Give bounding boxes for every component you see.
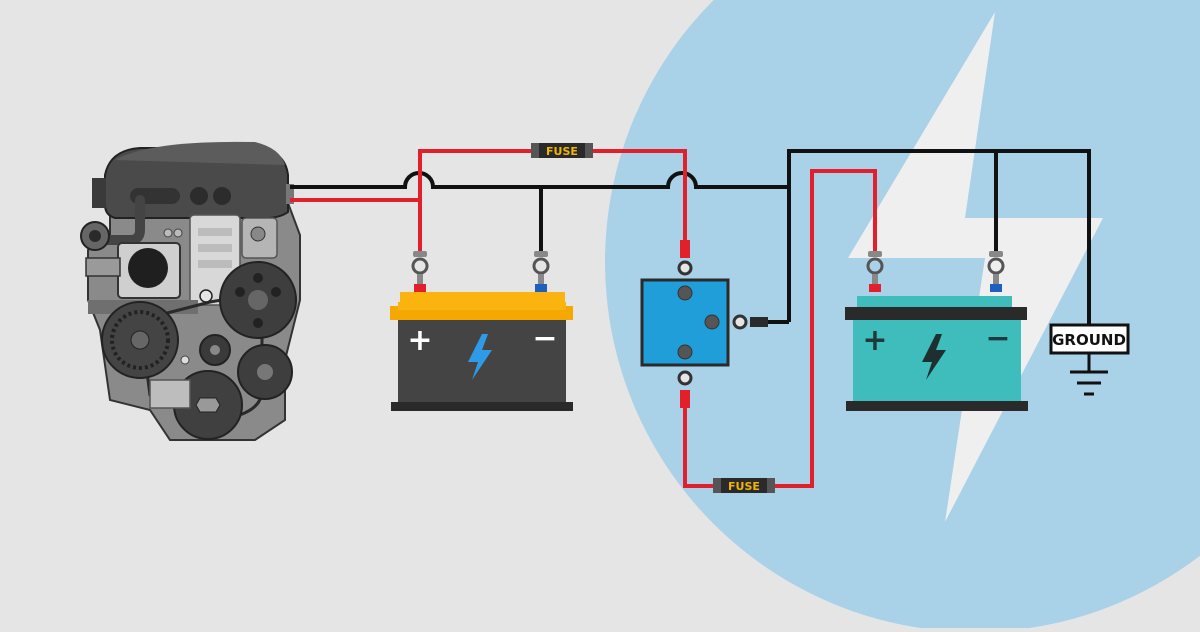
battery1-lightning-bolt-icon <box>468 334 492 380</box>
negative-wires <box>290 149 1091 325</box>
battery1-minus-sign: − <box>532 321 557 356</box>
fuse-top-label: FUSE <box>546 145 578 158</box>
ground-bus-wire <box>787 149 1091 325</box>
battery1-plus-sign: + <box>407 323 432 358</box>
battery1-negative-terminal <box>532 251 550 292</box>
battery-isolator <box>640 240 768 408</box>
engine-ground-wire <box>290 171 789 189</box>
fuse-bottom-to-battery2-wire <box>775 169 877 488</box>
engine-icon <box>80 141 301 441</box>
fuse-bottom: FUSE <box>713 478 775 493</box>
battery1-positive-wire <box>418 149 531 252</box>
ground-label: GROUND <box>1052 331 1126 349</box>
positive-wires <box>290 149 877 488</box>
battery2-lightning-bolt-icon <box>922 334 946 380</box>
background-lightning-bolt-icon <box>848 12 1103 522</box>
fuse-bottom-label: FUSE <box>728 480 760 493</box>
battery-1: + − <box>390 251 573 411</box>
battery2-minus-sign: − <box>985 321 1010 356</box>
isolator-bottom-wire <box>683 405 713 488</box>
battery2-plus-sign: + <box>862 323 887 358</box>
battery2-positive-terminal <box>866 251 884 292</box>
battery2-negative-terminal <box>987 251 1005 292</box>
battery-2: + − <box>845 251 1028 411</box>
fuse-top-to-isolator-wire <box>593 149 687 242</box>
fuse-top: FUSE <box>531 143 593 158</box>
battery1-positive-terminal <box>411 251 429 292</box>
ground-symbol-icon: GROUND <box>1049 323 1130 396</box>
